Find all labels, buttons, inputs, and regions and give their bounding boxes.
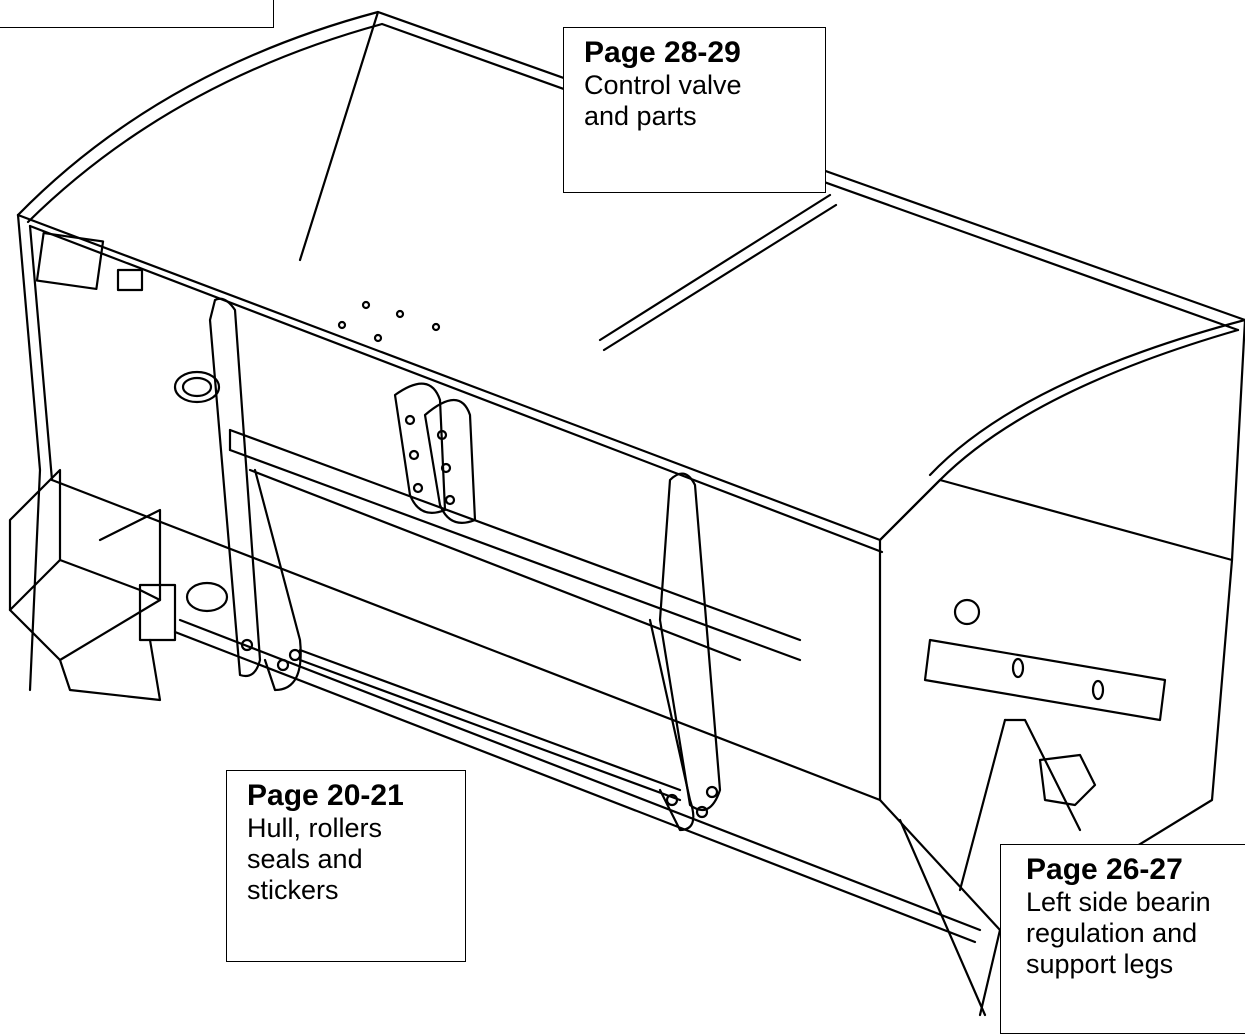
right-end-panel	[878, 478, 1234, 932]
callout-description: Left side bearin regulation and support …	[1026, 887, 1211, 979]
adjuster-knob	[1038, 753, 1097, 807]
left-mount-arm	[208, 297, 262, 678]
front-top-edge	[16, 213, 882, 542]
left-end-panel	[16, 213, 42, 692]
support-leg-bracket	[923, 638, 1167, 722]
callout-hull: Page 20-21 Hull, rollers seals and stick…	[226, 770, 466, 962]
cutting-edge	[178, 618, 982, 932]
callout-page-ref: Page 20-21	[247, 779, 404, 812]
callout-page-ref: Page 26-27	[1026, 853, 1183, 886]
callout-description: Hull, rollers seals and stickers	[247, 813, 383, 905]
callout-page-ref: Page 28-29	[584, 36, 741, 69]
hopper-top-rim	[16, 10, 1245, 322]
callout-left-side: Page 26-27 Left side bearin regulation a…	[1000, 844, 1245, 1034]
mounting-crossbar	[228, 428, 802, 642]
right-mount-arm	[658, 472, 722, 812]
centre-plate	[393, 382, 447, 514]
callout-control-valve: Page 28-29 Control valve and parts	[563, 27, 826, 193]
partial-callout-box	[0, 0, 274, 28]
lifting-ring	[173, 370, 221, 404]
callout-description: Control valve and parts	[584, 70, 742, 131]
